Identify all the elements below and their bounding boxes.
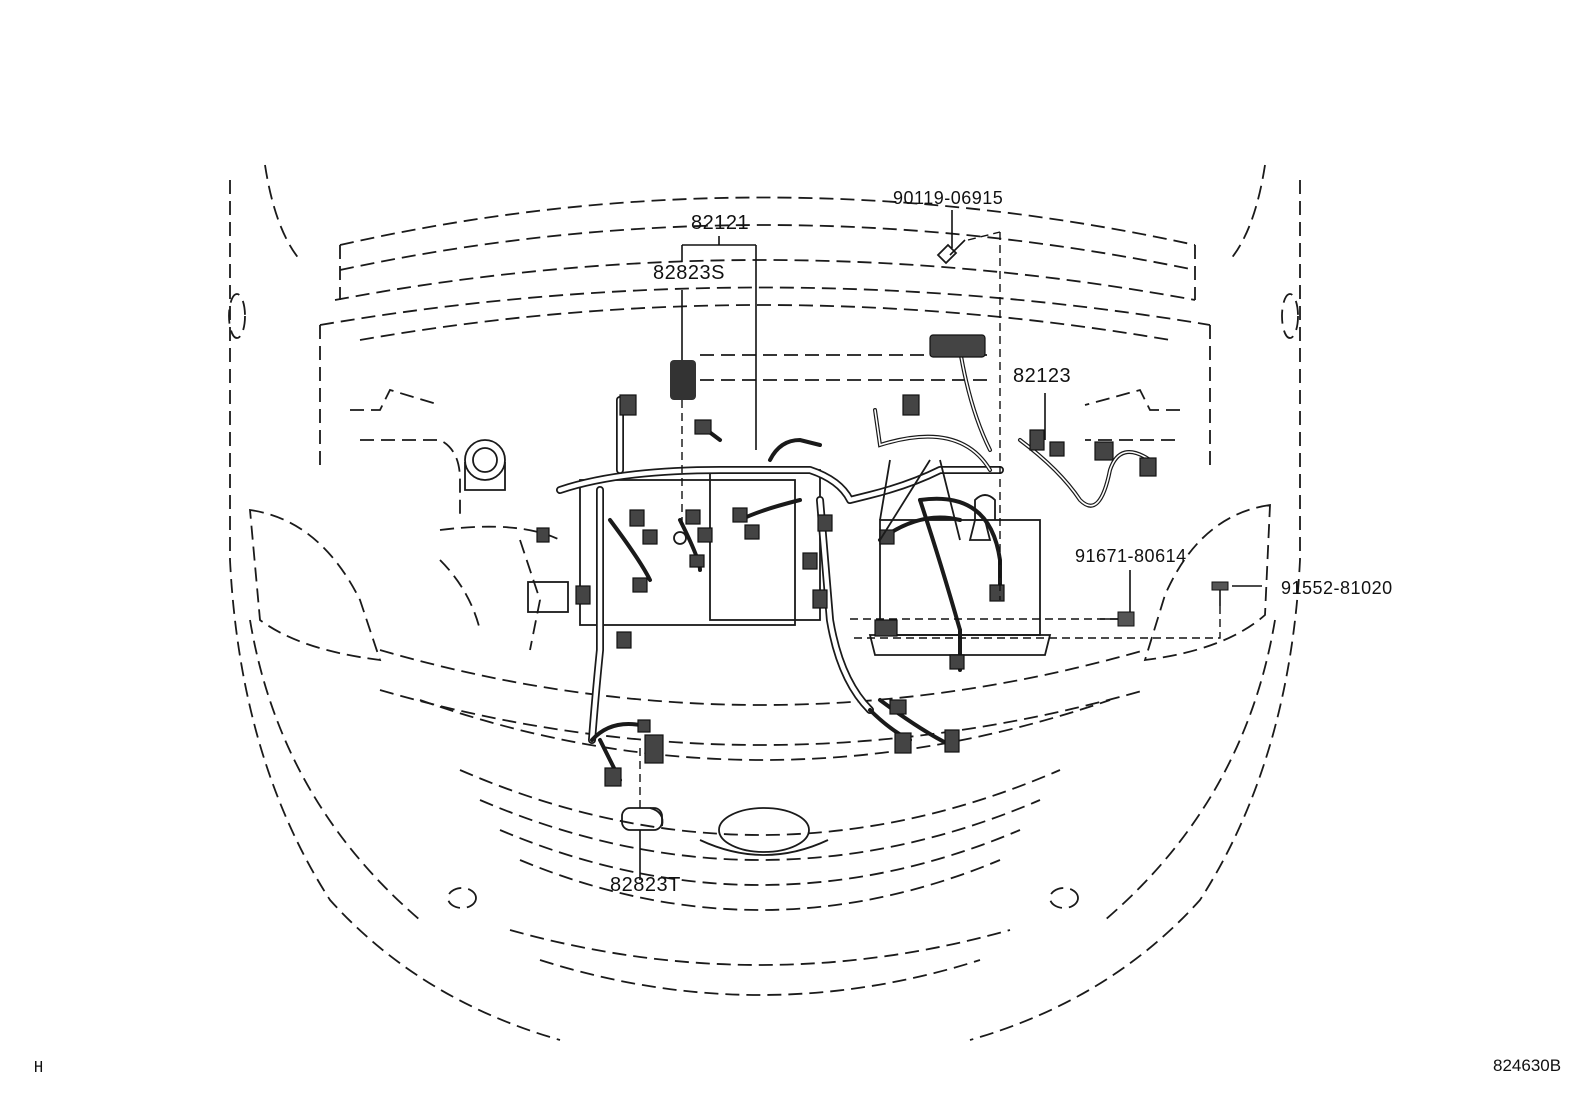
figure-code: 824630B [1493, 1056, 1562, 1075]
clip-82823T-icon [621, 807, 664, 831]
corner-mark: H [34, 1058, 44, 1076]
part-label-91552-81020: 91552-81020 [1281, 578, 1393, 598]
part-label-82823S: 82823S [653, 262, 725, 284]
connector-block [929, 334, 986, 358]
part-label-82123: 82123 [1013, 365, 1072, 387]
reservoir-cap [464, 439, 506, 481]
bolt-90119-icon [936, 239, 966, 265]
leader-lines [639, 210, 1262, 880]
vehicle-outline [228, 164, 1301, 1041]
emblem [718, 807, 810, 853]
fasteners [621, 239, 1229, 831]
wire-harness [536, 334, 1157, 787]
bolt-91552-icon [1211, 581, 1229, 606]
part-label-91671-80614: 91671-80614 [1075, 546, 1187, 566]
part-label-90119-06915: 90119-06915 [893, 188, 1004, 208]
engine-bay [350, 388, 1180, 656]
part-label-82823T: 82823T [610, 874, 681, 896]
part-label-82121: 82121 [691, 212, 750, 234]
clip-82823S-icon [670, 360, 696, 400]
